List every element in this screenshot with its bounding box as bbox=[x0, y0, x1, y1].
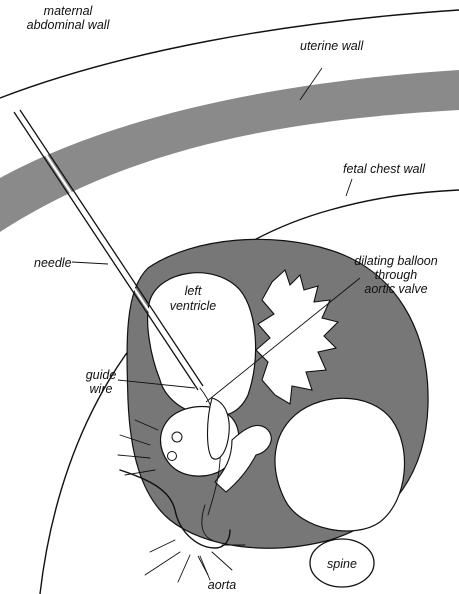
label-uterine-wall: uterine wall bbox=[300, 39, 364, 53]
uterine-wall-band bbox=[0, 70, 459, 232]
label-needle: needle bbox=[34, 256, 72, 270]
label-balloon-line2: through bbox=[375, 268, 417, 282]
label-fetal-chest-wall: fetal chest wall bbox=[343, 162, 426, 176]
label-maternal-line2: abdominal wall bbox=[27, 18, 111, 32]
label-maternal-line1: maternal bbox=[44, 4, 94, 18]
label-lv-line2: ventricle bbox=[170, 299, 217, 313]
label-aorta: aorta bbox=[208, 578, 237, 592]
label-balloon-line1: dilating balloon bbox=[354, 254, 437, 268]
vessel-branches-lower bbox=[145, 540, 245, 582]
label-guide-line1: guide bbox=[86, 368, 117, 382]
label-spine: spine bbox=[327, 557, 357, 571]
aortic-ostium-upper bbox=[172, 432, 182, 442]
label-guide-line2: wire bbox=[90, 382, 113, 396]
lower-right-chamber bbox=[275, 398, 405, 531]
label-balloon-line3: aortic valve bbox=[364, 282, 427, 296]
aortic-ostium-lower bbox=[168, 452, 177, 461]
label-lv-line1: left bbox=[185, 284, 202, 298]
